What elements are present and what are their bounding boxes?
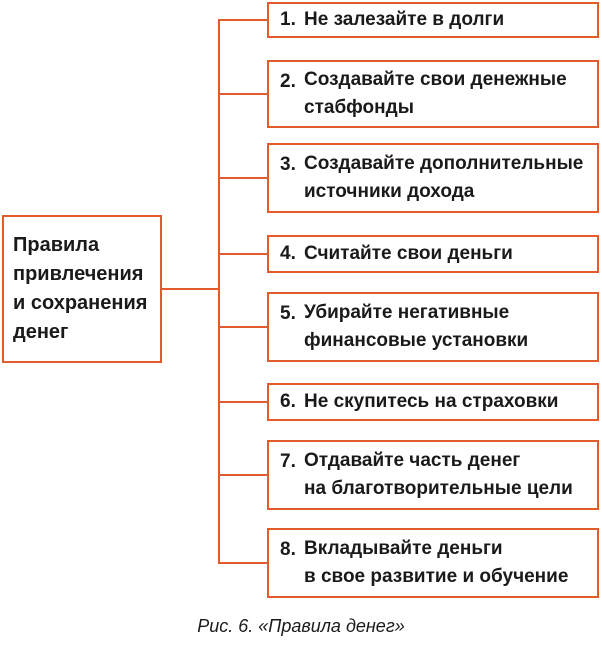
connector-stub-2 (218, 93, 267, 95)
connector-stub-4 (218, 253, 267, 255)
rule-box-8: 8. Вкладывайте деньги в свое развитие и … (267, 528, 599, 598)
connector-stub-5 (218, 326, 267, 328)
connector-stub-3 (218, 177, 267, 179)
rule-number: 3. (280, 154, 296, 175)
connector-stub-8 (218, 562, 267, 564)
connector-stub-6 (218, 401, 267, 403)
rule-text: Вкладывайте деньги в свое развитие и обу… (304, 538, 569, 587)
rule-box-7: 7. Отдавайте часть денег на благотворите… (267, 440, 599, 510)
rule-text: Создавайте дополнительные источники дохо… (304, 153, 584, 202)
rule-box-2: 2. Создавайте свои денежные стабфонды (267, 60, 599, 128)
connector-title-stub (162, 288, 220, 290)
rule-box-6: 6. Не скупитесь на страховки (267, 383, 599, 421)
rule-text: Отдавайте часть денег на благотворительн… (304, 450, 573, 499)
title-box-text: Правила привлечения и сохранения денег (13, 234, 148, 343)
rule-number: 7. (280, 451, 296, 472)
rule-number: 5. (280, 303, 296, 324)
rule-number: 8. (280, 539, 296, 560)
rule-number: 4. (280, 243, 296, 264)
rule-box-3: 3. Создавайте дополнительные источники д… (267, 143, 599, 213)
connector-trunk (218, 19, 220, 564)
rule-number: 2. (280, 71, 296, 92)
rule-text: Не скупитесь на страховки (304, 391, 559, 412)
title-box: Правила привлечения и сохранения денег (2, 215, 162, 363)
rule-number: 1. (280, 9, 296, 30)
connector-stub-7 (218, 474, 267, 476)
rule-box-1: 1. Не залезайте в долги (267, 2, 599, 38)
figure-caption: Рис. 6. «Правила денег» (197, 616, 405, 636)
connector-stub-1 (218, 19, 267, 21)
rule-text: Создавайте свои денежные стабфонды (304, 69, 567, 118)
rule-text: Не залезайте в долги (304, 9, 505, 30)
rule-text: Убирайте негативные финансовые установки (304, 302, 529, 351)
rule-box-4: 4. Считайте свои деньги (267, 235, 599, 273)
rule-box-5: 5. Убирайте негативные финансовые устано… (267, 292, 599, 362)
rule-number: 6. (280, 391, 296, 412)
rule-text: Считайте свои деньги (304, 243, 513, 264)
